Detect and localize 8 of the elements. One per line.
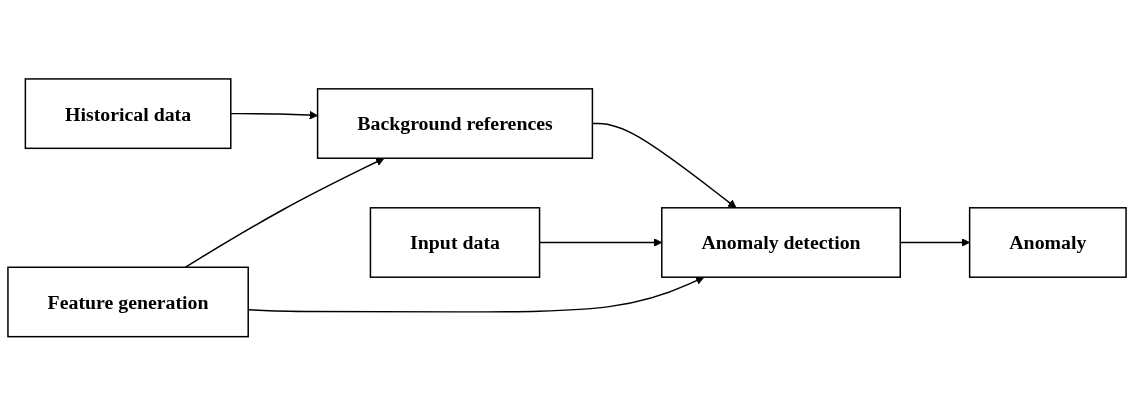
node-box: Input data bbox=[369, 207, 541, 279]
arrow bbox=[230, 111, 318, 120]
node-box: Background references bbox=[316, 88, 594, 160]
arrow bbox=[184, 157, 385, 269]
node-box: Anomaly detection bbox=[661, 207, 901, 279]
node-box: Historical data bbox=[24, 78, 232, 150]
node-box: Anomaly bbox=[968, 207, 1127, 279]
node-box: Feature generation bbox=[7, 266, 249, 338]
